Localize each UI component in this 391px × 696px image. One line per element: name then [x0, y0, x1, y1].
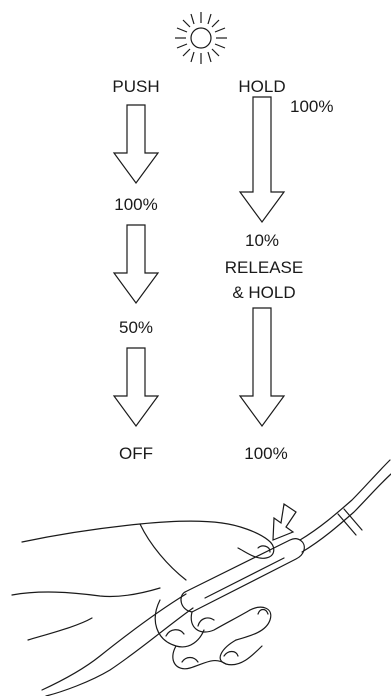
push-step-3-label: OFF	[119, 444, 153, 463]
push-arrow-1	[112, 104, 160, 185]
hold-arrow-2	[238, 307, 286, 428]
push-arrow-3	[112, 347, 160, 428]
press-arrow-icon	[272, 502, 297, 541]
sun-icon	[175, 12, 227, 64]
hold-start-level: 100%	[290, 97, 333, 116]
hold-step-1-action-line1: RELEASE	[225, 258, 303, 277]
hold-arrow-1	[238, 96, 286, 224]
push-heading: PUSH	[112, 77, 159, 96]
push-arrow-2	[112, 224, 160, 305]
hold-heading: HOLD	[238, 77, 285, 96]
push-step-1-label: 100%	[114, 195, 157, 214]
hold-step-1-action-line2: & HOLD	[232, 283, 295, 302]
push-step-2-label: 50%	[119, 318, 153, 337]
hand-holding-wand-icon	[11, 459, 391, 696]
hold-step-1-level: 10%	[245, 231, 279, 250]
hold-step-2-level: 100%	[244, 444, 287, 463]
